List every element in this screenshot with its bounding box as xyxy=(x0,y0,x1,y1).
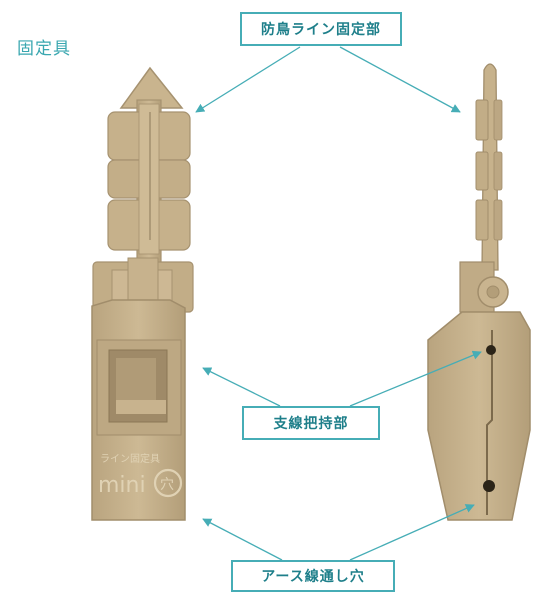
arrow-bottom-right xyxy=(349,504,475,561)
callout-arrows xyxy=(195,46,482,561)
front-marking-logo xyxy=(153,468,183,498)
front-marking-line1: ライン固定具 xyxy=(100,452,160,465)
arrow-mid-left xyxy=(202,367,281,407)
arrow-top-right xyxy=(339,46,461,113)
arrow-bottom-left xyxy=(202,518,283,561)
front-marking-line2: mini xyxy=(98,473,146,498)
side-slit xyxy=(486,330,493,515)
side-hole-upper xyxy=(486,345,496,355)
diagram-title: 固定具 xyxy=(17,39,71,59)
front-view-part: ライン固定具 mini 穴 xyxy=(91,66,194,521)
side-hole-lower xyxy=(483,480,495,492)
callout-ground-wire-hole: アース線通し穴 xyxy=(231,560,395,592)
arrow-top-left xyxy=(195,46,301,113)
side-body xyxy=(427,311,531,521)
callout-guy-wire-grip-part: 支線把持部 xyxy=(242,406,380,440)
callout-line-fixing-part: 防鳥ライン固定部 xyxy=(240,12,402,46)
arrow-mid-right xyxy=(349,350,482,407)
svg-text:穴: 穴 xyxy=(160,477,174,493)
side-view-part xyxy=(427,63,531,521)
